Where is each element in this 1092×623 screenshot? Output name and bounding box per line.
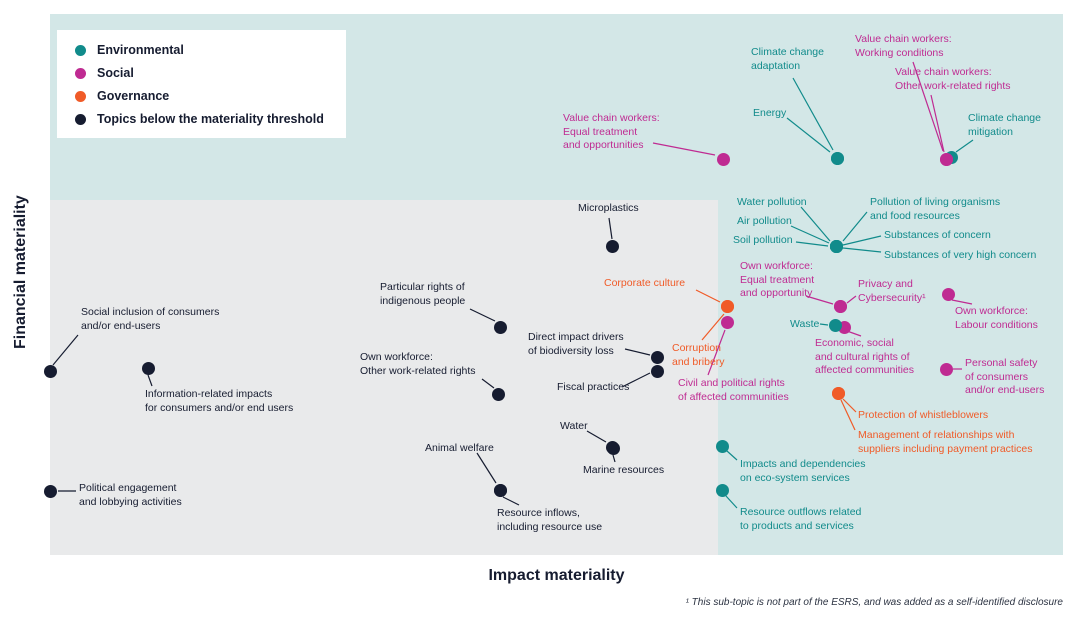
label-personal-safety-consumers: Personal safety of consumers and/or end-… [965, 357, 1045, 397]
legend-dot-social [75, 67, 86, 79]
label-information-related-impacts: Information-related impacts for consumer… [145, 388, 294, 414]
label-impacts-dependencies-ecosystem: Impacts and dependencies on eco-system s… [740, 458, 866, 484]
point-microplastics [605, 239, 619, 253]
label-climate-change-adaptation: Climate change adaptation [751, 46, 824, 72]
label-value-chain-workers-equal-treatment: Value chain workers: Equal treatment and… [563, 112, 660, 152]
point-personal-safety-consumers [939, 362, 953, 376]
label-fiscal-practices: Fiscal practices [557, 381, 630, 393]
point-corruption-and-bribery [720, 299, 734, 313]
label-particular-rights-indigenous: Particular rights of indigenous people [380, 281, 466, 307]
point-resource-inflows [493, 483, 507, 497]
point-information-related-impacts [141, 361, 155, 375]
point-fiscal-practices [650, 364, 664, 378]
x-axis-label: Impact materiality [488, 567, 625, 584]
point-value-chain-workers-other-rights [939, 152, 953, 166]
point-marine-resources [606, 441, 620, 455]
label-social-inclusion-consumers: Social inclusion of consumers and/or end… [81, 306, 220, 332]
label-management-supplier-relationships: Management of relationships with supplie… [858, 429, 1033, 455]
label-climate-change-mitigation: Climate change mitigation [968, 112, 1041, 138]
point-value-chain-workers-equal-treatment [716, 152, 730, 166]
label-privacy-and-cybersecurity: Privacy and Cybersecurity¹ [858, 278, 926, 304]
label-value-chain-workers-working-conditions: Value chain workers: Working conditions [855, 33, 952, 59]
legend-item-label: Environmental [97, 43, 184, 57]
legend-item-governance: Governance [75, 89, 330, 103]
point-privacy-and-cybersecurity [833, 299, 847, 313]
label-protection-of-whistleblowers: Protection of whistleblowers [858, 409, 989, 421]
legend-item-environmental: Environmental [75, 43, 330, 57]
label-resource-outflows: Resource outflows related to products an… [740, 506, 862, 532]
legend-item-label: Social [97, 66, 134, 80]
point-own-workforce-other-work-rights [491, 387, 505, 401]
label-political-engagement-lobbying: Political engagement and lobbying activi… [79, 482, 182, 508]
label-economic-social-cultural-rights: Economic, social and cultural rights of … [815, 337, 915, 377]
label-value-chain-workers-other-rights: Value chain workers: Other work-related … [895, 66, 1011, 92]
point-social-inclusion-consumers [43, 364, 57, 378]
label-direct-impact-biodiversity: Direct impact drivers of biodiversity lo… [528, 331, 624, 357]
label-civil-political-rights: Civil and political rights of affected c… [678, 377, 789, 403]
footnote: ¹ This sub-topic is not part of the ESRS… [685, 597, 1063, 608]
label-corporate-culture: Corporate culture [604, 277, 686, 289]
legend-item-below-threshold: Topics below the materiality threshold [75, 112, 330, 126]
point-particular-rights-indigenous [493, 320, 507, 334]
label-substances-of-concern: Substances of concern [884, 229, 991, 241]
label-animal-welfare: Animal welfare [425, 442, 494, 454]
label-air-pollution: Air pollution [737, 215, 792, 227]
label-microplastics: Microplastics [578, 202, 639, 214]
legend-dot-below-threshold [75, 113, 86, 125]
point-direct-impact-biodiversity [650, 350, 664, 364]
point-political-engagement-lobbying [43, 484, 57, 498]
legend-dot-governance [75, 90, 86, 102]
point-management-supplier-relationships [831, 386, 845, 400]
label-marine-resources: Marine resources [583, 464, 665, 476]
label-corruption-and-bribery: Corruption and bribery [672, 342, 725, 368]
point-own-workforce-labour-conditions [941, 287, 955, 301]
point-impacts-dependencies-ecosystem [715, 439, 729, 453]
region-above-impact-threshold [718, 200, 1063, 555]
label-pollution-living-organisms: Pollution of living organisms and food r… [870, 196, 1001, 222]
point-substances-of-very-high-concern [829, 239, 843, 253]
label-energy: Energy [753, 107, 787, 119]
label-water: Water [560, 420, 588, 432]
label-soil-pollution: Soil pollution [733, 234, 793, 246]
region-below-thresholds [50, 200, 718, 555]
label-resource-inflows: Resource inflows, including resource use [497, 507, 603, 533]
point-energy [830, 151, 844, 165]
legend-dot-environmental [75, 44, 86, 56]
label-own-workforce-other-work-rights: Own workforce: Other work-related rights [360, 351, 476, 377]
point-resource-outflows [715, 483, 729, 497]
label-own-workforce-equal-treatment: Own workforce: Equal treatment and oppor… [740, 260, 815, 300]
label-water-pollution: Water pollution [737, 196, 807, 208]
legend-item-label: Governance [97, 89, 170, 103]
label-substances-of-very-high-concern: Substances of very high concern [884, 249, 1037, 261]
point-waste [828, 318, 842, 332]
legend-item-social: Social [75, 66, 330, 80]
legend-item-label: Topics below the materiality threshold [97, 112, 324, 126]
label-own-workforce-labour-conditions: Own workforce: Labour conditions [955, 305, 1038, 331]
label-waste: Waste [790, 318, 820, 330]
point-civil-political-rights [720, 315, 734, 329]
